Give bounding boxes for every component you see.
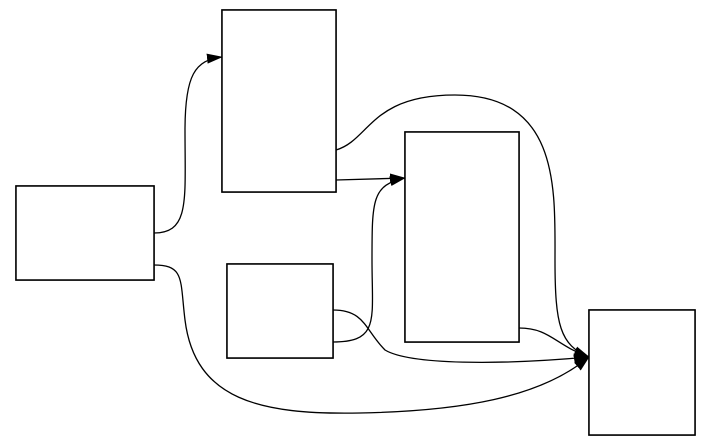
table-note[interactable]: noteidcontentcreated_atcreated_byperson_…	[221, 9, 337, 193]
table-user-person[interactable]: user_personuser_idperson_id	[226, 263, 334, 359]
relationship-edges	[153, 53, 590, 414]
table-border	[15, 185, 155, 281]
table-person[interactable]: personidvornamenachnameemailtelefoncreat…	[404, 131, 520, 343]
table-note-assignment[interactable]: note_assignmentnote_iduser_id	[15, 185, 155, 281]
table-user[interactable]: useridusernamerole	[588, 309, 696, 436]
relationship-edge-note-person_id-to-person-id	[335, 173, 406, 184]
relationship-edge-user_person-person_id-to-person-id	[332, 176, 406, 343]
relationship-edge-note_assignment-note_id-to-note-id	[153, 53, 223, 234]
entity-tables: noteidcontentcreated_atcreated_byperson_…	[15, 9, 696, 436]
table-border	[588, 309, 696, 436]
table-border	[404, 131, 520, 343]
relationship-edge-person-created_by-to-user-id	[518, 327, 590, 358]
relationship-edge-user_person-user_id-to-user-id	[332, 309, 590, 364]
table-border	[221, 9, 337, 193]
relationship-edge-note_assignment-user_id-to-user-id	[153, 264, 590, 414]
table-border	[226, 263, 334, 359]
relationship-edge-note-created_by-to-user-id	[335, 94, 590, 358]
